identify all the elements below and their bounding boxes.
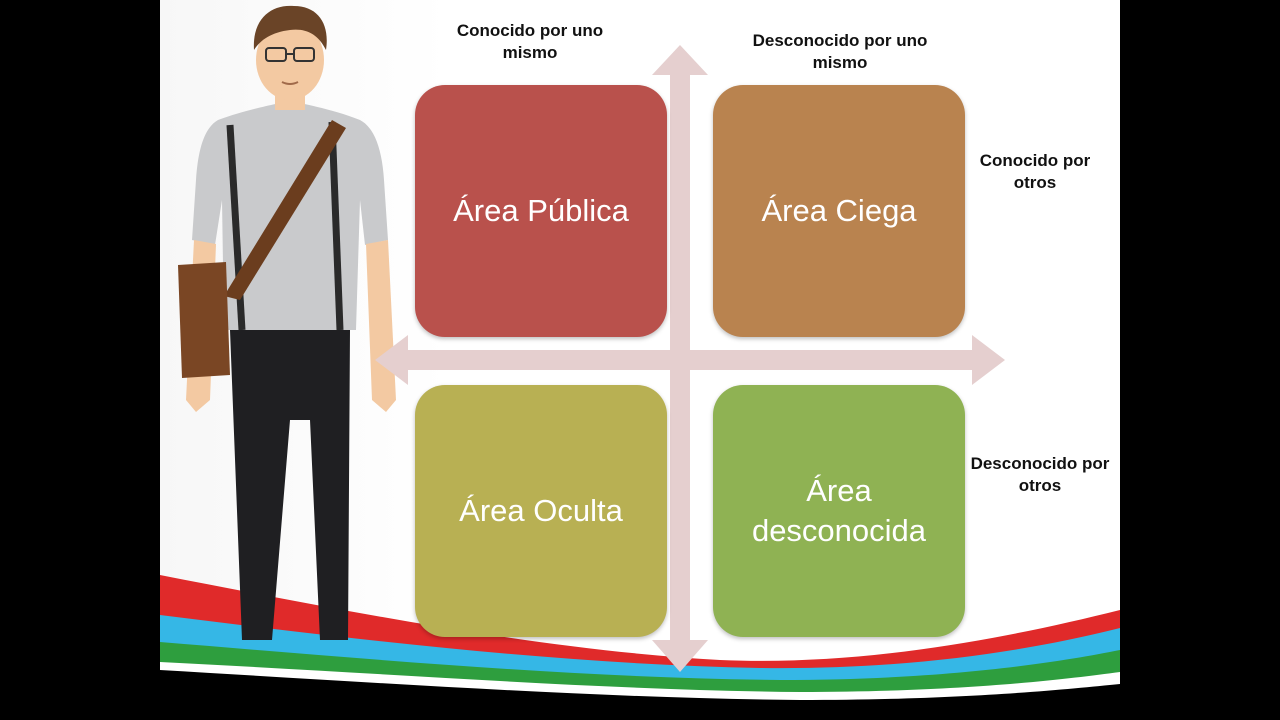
axis-arrows (375, 45, 1005, 672)
quadrant-label: Área Ciega (761, 193, 917, 228)
quadrant-unknown-area: Área desconocida (713, 385, 965, 637)
quadrant-label: Área Oculta (459, 493, 623, 528)
man-illustration (178, 5, 396, 640)
quadrant-label: Área desconocida (751, 473, 927, 548)
bottom-wave-decoration (160, 575, 1120, 720)
slide: Conocido por uno mismo Desconocido por u… (160, 0, 1120, 720)
quadrant-public-area: Área Pública (415, 85, 667, 337)
horizontal-axis-arrow (375, 335, 1005, 385)
label-known-others: Conocido por otros (979, 151, 1091, 192)
quadrant-blind-area: Área Ciega (713, 85, 965, 337)
quadrant-label: Área Pública (453, 193, 629, 228)
label-unknown-others: Desconocido por otros (970, 454, 1110, 495)
decoration-layer (160, 5, 1120, 720)
label-unknown-self: Desconocido por uno mismo (752, 31, 928, 72)
quadrant-hidden-area: Área Oculta (415, 385, 667, 637)
label-known-self: Conocido por uno mismo (456, 21, 604, 62)
